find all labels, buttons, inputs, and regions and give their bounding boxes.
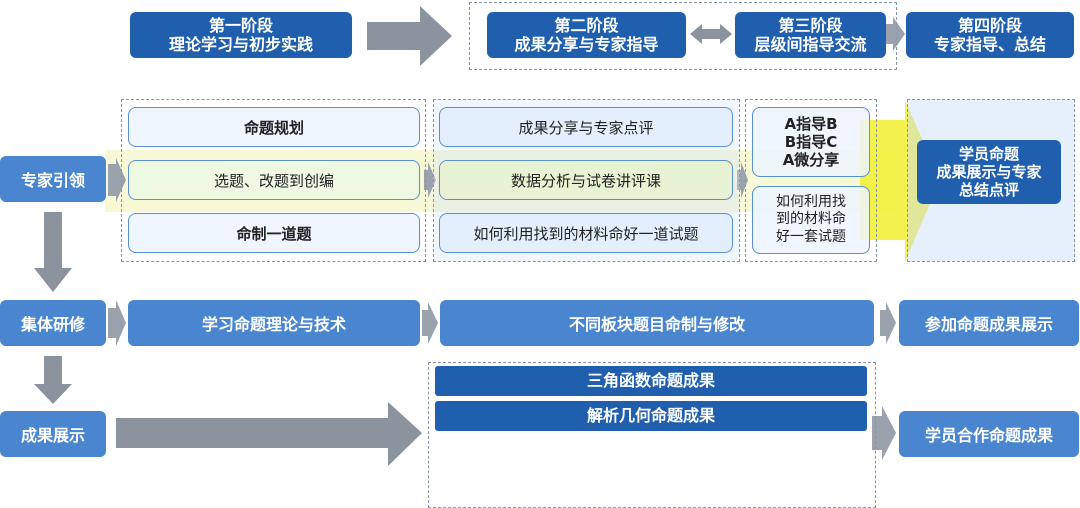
stage3-guide-box: A指导B B指导C A微分享: [752, 107, 870, 177]
stage2-box-material: 如何利用找到的材料命好一道试题: [439, 213, 733, 253]
row-label-result-text: 成果展示: [20, 426, 85, 445]
arrow-stage1-to-stage2: [367, 6, 452, 66]
group-bar-stage23: 不同板块题目命制与修改: [440, 300, 874, 346]
stage-2-subtitle: 成果分享与专家指导: [514, 35, 659, 54]
stage-header-1: 第一阶段 理论学习与初步实践: [130, 12, 352, 58]
stage4-summary-line-3: 总结点评: [958, 181, 1019, 199]
stage-1-title: 第一阶段: [208, 15, 273, 35]
stage-3-subtitle: 层级间指导交流: [754, 35, 867, 54]
row-label-expert-text: 专家引领: [20, 171, 85, 190]
stage1-expert-frame: [121, 99, 426, 262]
arrow-expert-stage1-to-2: [424, 162, 436, 198]
row-label-result: 成果展示: [0, 411, 106, 457]
stage-header-3: 第三阶段 层级间指导交流: [735, 12, 886, 58]
row-label-expert: 专家引领: [0, 156, 106, 202]
stage-1-subtitle: 理论学习与初步实践: [168, 35, 313, 54]
stage1-box-select: 选题、改题到创编: [128, 160, 420, 200]
arrow-result-to-center: [116, 402, 422, 466]
stage3-material-line-3: 好一套试题: [776, 228, 846, 245]
double-arrow-stage2-stage3: [690, 24, 732, 44]
group-bar-stage4: 参加命题成果展示: [899, 300, 1079, 346]
result-final-box: 学员合作命题成果: [899, 411, 1079, 457]
stage-3-title: 第三阶段: [778, 15, 843, 35]
stage4-summary-line-2: 成果展示与专家: [936, 163, 1042, 181]
stage2-box-data-text: 数据分析与试卷讲评课: [510, 171, 661, 190]
stage23-header-frame: [469, 2, 897, 70]
arrow-group-23-to-4: [880, 302, 896, 344]
stage3-guide-line-2: B指导C: [784, 133, 838, 151]
stage-header-2: 第二阶段 成果分享与专家指导: [487, 12, 686, 58]
stage2-box-share-text: 成果分享与专家点评: [518, 118, 654, 137]
row-label-group-text: 集体研修: [20, 315, 85, 334]
stage3-material-box: 如何利用找 到的材料命 好一套试题: [752, 186, 870, 254]
stage2-box-data: 数据分析与试卷讲评课: [439, 160, 733, 200]
arrow-result-to-final: [872, 406, 896, 460]
result-trig-text: 三角函数命题成果: [586, 371, 715, 391]
stage-4-subtitle: 专家指导、总结: [933, 35, 1046, 54]
group-bar-stage1: 学习命题理论与技术: [128, 300, 420, 346]
result-final-text: 学员合作命题成果: [924, 426, 1053, 445]
stage2-box-material-text: 如何利用找到的材料命好一道试题: [473, 224, 699, 243]
arrow-group-stage1-to-23: [422, 302, 438, 344]
arrow-expert-to-group: [34, 212, 72, 292]
stage1-box-make-text: 命制一道题: [236, 224, 312, 243]
result-trig-bar: 三角函数命题成果: [435, 366, 867, 396]
arrow-expert-to-stage1: [108, 158, 126, 202]
result-geo-bar: 解析几何命题成果: [435, 401, 867, 431]
stage1-box-select-text: 选题、改题到创编: [213, 171, 334, 190]
stage-2-title: 第二阶段: [554, 15, 619, 35]
arrow-stage3-to-stage4: [880, 17, 905, 51]
arrow-group-to-result: [34, 356, 72, 404]
stage3-guide-line-3: A微分享: [782, 151, 840, 169]
arrow-group-to-stage1: [108, 300, 126, 346]
group-bar-stage23-text: 不同板块题目命制与修改: [568, 315, 745, 334]
group-bar-stage4-text: 参加命题成果展示: [924, 315, 1053, 334]
group-bar-stage1-text: 学习命题理论与技术: [201, 315, 346, 334]
result-geo-text: 解析几何命题成果: [586, 406, 715, 426]
stage1-box-make: 命制一道题: [128, 213, 420, 253]
stage3-expert-frame: [745, 99, 877, 262]
stage1-box-plan: 命题规划: [128, 107, 420, 147]
stage4-summary-line-1: 学员命题: [958, 145, 1019, 163]
stage4-summary-box: 学员命题 成果展示与专家 总结点评: [917, 140, 1061, 204]
stage-header-4: 第四阶段 专家指导、总结: [906, 12, 1074, 58]
stage1-box-plan-text: 命题规划: [243, 118, 304, 137]
row-label-group: 集体研修: [0, 300, 106, 346]
stage3-guide-line-1: A指导B: [784, 115, 838, 133]
stage-4-title: 第四阶段: [957, 15, 1022, 35]
stage3-material-line-1: 如何利用找: [776, 193, 846, 210]
stage3-material-line-2: 到的材料命: [776, 211, 846, 228]
stage2-box-share: 成果分享与专家点评: [439, 107, 733, 147]
